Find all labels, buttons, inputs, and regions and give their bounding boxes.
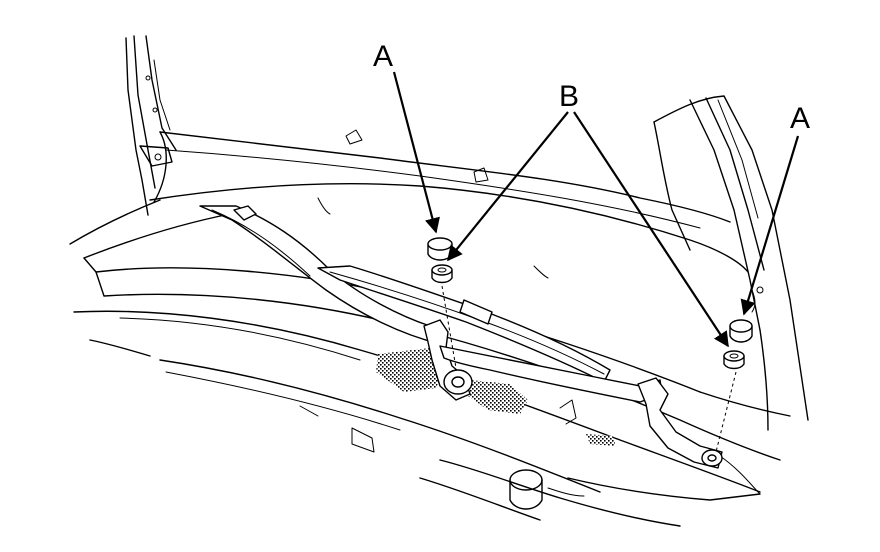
nut-b-left: [431, 264, 453, 284]
cowl-upper-panel: [149, 129, 749, 279]
wiper-linkage: [199, 205, 723, 469]
callout-a-left: A: [373, 40, 393, 73]
guide-lines: [441, 285, 737, 453]
callout-b: B: [559, 80, 579, 113]
cap-a-left: [427, 237, 453, 261]
nut-b-right: [723, 350, 745, 370]
cowl-grille-hatching: [376, 348, 616, 446]
callout-a-right: A: [790, 102, 810, 135]
left-pillar: [125, 35, 177, 216]
cap-a-right: [729, 319, 753, 343]
right-pillar: [653, 95, 809, 431]
leader-arrows: [392, 71, 800, 348]
